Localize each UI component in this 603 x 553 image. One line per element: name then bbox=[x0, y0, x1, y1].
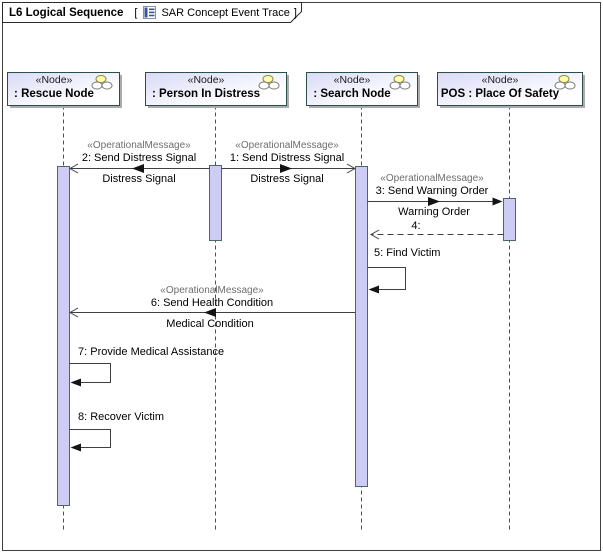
message-1-send-distress-signal[interactable] bbox=[221, 163, 357, 174]
message-stereotype: «OperationalMessage» bbox=[235, 140, 339, 151]
head-label-rescue-node[interactable]: «Node» : Rescue Node bbox=[14, 74, 94, 101]
lifeline-stereotype: «Node» bbox=[481, 74, 519, 86]
filled-arrowhead bbox=[492, 197, 503, 206]
activation-search-node[interactable] bbox=[355, 166, 368, 487]
message-name[interactable]: 1: Send Distress Signal bbox=[229, 152, 345, 164]
message-7-provide-medical-assistance[interactable] bbox=[69, 363, 111, 387]
lifeline-stereotype: «Node» bbox=[35, 74, 73, 86]
filled-arrowhead bbox=[70, 378, 81, 387]
message-6-send-health-condition[interactable] bbox=[68, 307, 356, 318]
head-boxes bbox=[7, 72, 583, 106]
filled-arrowhead bbox=[70, 443, 81, 452]
head-label-search-node[interactable]: «Node» : Search Node bbox=[313, 74, 390, 101]
diagram-tab[interactable]: L6 Logical Sequence [ SAR Concept Event … bbox=[2, 2, 302, 23]
message-3-send-warning-order[interactable] bbox=[367, 197, 503, 206]
diagram-context-name[interactable]: SAR Concept Event Trace bbox=[161, 6, 290, 19]
lifeline-name: : Rescue Node bbox=[14, 88, 94, 100]
filled-arrowhead bbox=[368, 285, 379, 294]
head-label-person-in-distress[interactable]: «Node» : Person In Distress bbox=[152, 74, 260, 101]
message-stereotype: «OperationalMessage» bbox=[380, 173, 484, 184]
context-open-bracket: [ bbox=[134, 6, 138, 19]
message-name[interactable]: 6: Send Health Condition bbox=[150, 297, 274, 309]
head-label-place-of-safety[interactable]: «Node» POS : Place Of Safety bbox=[441, 74, 559, 101]
message-5-find-victim[interactable] bbox=[367, 267, 406, 294]
message-4-reply[interactable] bbox=[369, 229, 504, 240]
lifeline-name: : Person In Distress bbox=[151, 88, 261, 100]
message-name[interactable]: 3: Send Warning Order bbox=[375, 185, 489, 197]
diagram-title: L6 Logical Sequence bbox=[9, 6, 124, 19]
node-icon bbox=[91, 75, 113, 90]
message-name[interactable]: 7: Provide Medical Assistance bbox=[78, 346, 225, 358]
open-arrowhead bbox=[346, 163, 357, 174]
lifeline-stereotype: «Node» bbox=[187, 74, 225, 86]
node-icon bbox=[389, 75, 411, 90]
flow-direction-triangle bbox=[280, 164, 292, 173]
open-arrowhead bbox=[68, 307, 79, 318]
conveyed-information-label[interactable]: Distress Signal bbox=[102, 173, 176, 185]
context-close-bracket: ] bbox=[293, 6, 297, 19]
message-name[interactable]: 8: Recover Victim bbox=[78, 411, 164, 423]
activation-bars bbox=[57, 165, 516, 506]
message-stereotype: «OperationalMessage» bbox=[160, 285, 264, 296]
conveyed-information-label[interactable]: Distress Signal bbox=[250, 173, 324, 185]
conveyed-information-label[interactable]: Medical Condition bbox=[166, 318, 254, 330]
message-stereotype: «OperationalMessage» bbox=[87, 140, 191, 151]
activation-person-in-distress[interactable] bbox=[209, 165, 222, 241]
conveyed-information-label[interactable]: Warning Order bbox=[398, 206, 470, 218]
message-name[interactable]: 4: bbox=[411, 220, 421, 232]
message-name[interactable]: 2: Send Distress Signal bbox=[81, 152, 197, 164]
node-icons bbox=[91, 75, 576, 90]
lifeline-name: : Search Node bbox=[313, 88, 391, 100]
message-2-send-distress-signal[interactable] bbox=[68, 163, 210, 174]
flow-direction-triangle bbox=[204, 308, 216, 317]
lifeline-stereotype: «Node» bbox=[333, 74, 371, 86]
open-arrowhead bbox=[68, 163, 79, 174]
node-icon bbox=[258, 75, 280, 90]
node-icon bbox=[554, 75, 576, 90]
sequence-diagram-icon bbox=[143, 6, 157, 19]
open-arrowhead bbox=[369, 229, 380, 240]
lifeline-name: POS : Place Of Safety bbox=[440, 88, 560, 100]
activation-place-of-safety[interactable] bbox=[503, 198, 516, 241]
message-8-recover-victim[interactable] bbox=[69, 429, 111, 452]
message-name[interactable]: 5: Find Victim bbox=[374, 247, 441, 259]
flow-direction-triangle bbox=[132, 164, 144, 173]
flow-direction-triangle bbox=[428, 197, 440, 206]
activation-rescue-node[interactable] bbox=[57, 166, 70, 506]
